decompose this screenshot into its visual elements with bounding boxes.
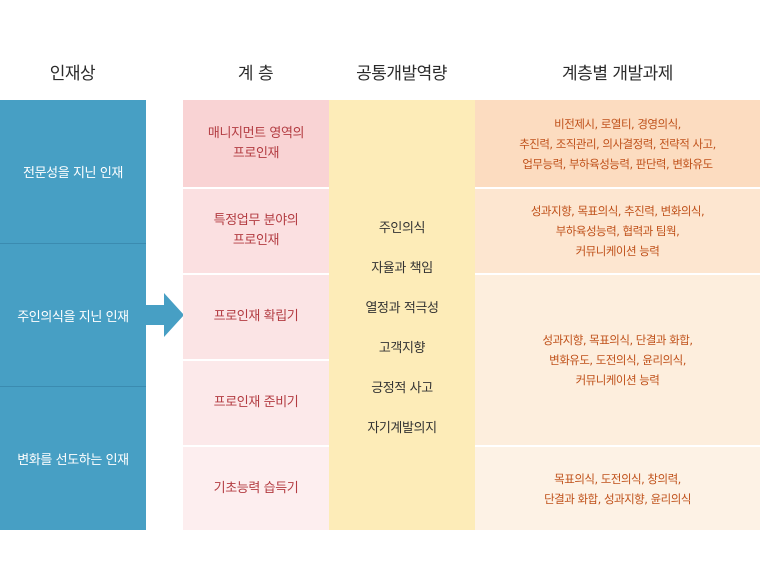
talent-expertise: 전문성을 지닌 인재 xyxy=(23,166,123,181)
task-line: 목표의식, 도전의식, 창의력, xyxy=(554,471,681,486)
common-competency-column: 주인의식 자율과 책임 열정과 적극성 고객지향 긍정적 사고 자기계발의지 xyxy=(329,100,475,530)
talent-change-leader: 변화를 선도하는 인재 xyxy=(0,386,146,530)
task-specialist: 성과지향, 목표의식, 추진력, 변화의식, 부하육성능력, 협력과 팀웍, 커… xyxy=(475,187,760,273)
task-line: 추진력, 조직관리, 의사결정력, 전략적 사고, xyxy=(519,136,716,151)
level-foundation: 기초능력 습득기 xyxy=(183,445,329,530)
header-talent: 인재상 xyxy=(49,63,96,84)
task-management: 비전제시, 로열티, 경영의식, 추진력, 조직관리, 의사결정력, 전략적 사… xyxy=(475,100,760,187)
task-establish-prepare: 성과지향, 목표의식, 단결과 화합, 변화유도, 도전의식, 윤리의식, 커뮤… xyxy=(475,273,760,445)
common-competency-item: 자기계발의지 xyxy=(367,421,437,436)
level-establishment: 프로인재 확립기 xyxy=(183,273,329,359)
task-line: 비전제시, 로열티, 경영의식, xyxy=(554,116,681,131)
level-line: 프로인재 확립기 xyxy=(213,309,299,324)
header-level-tasks: 계층별 개발과제 xyxy=(562,63,673,84)
task-line: 업무능력, 부하육성능력, 판단력, 변화유도 xyxy=(522,156,713,171)
right-arrow-icon xyxy=(146,293,184,337)
level-specialist: 특정업무 분야의 프로인재 xyxy=(183,187,329,273)
task-line: 커뮤니케이션 능력 xyxy=(575,373,660,387)
common-competency-item: 긍정적 사고 xyxy=(371,381,433,396)
task-line: 부하육성능력, 협력과 팀웍, xyxy=(555,224,680,238)
level-preparation: 프로인재 준비기 xyxy=(183,359,329,445)
task-line: 단결과 화합, 성과지향, 윤리의식 xyxy=(544,491,691,506)
common-competency-item: 자율과 책임 xyxy=(371,261,433,276)
level-line: 프로인재 준비기 xyxy=(213,395,299,410)
common-competency-item: 주인의식 xyxy=(378,221,426,236)
level-line: 매니지먼트 영역의 xyxy=(207,125,305,141)
level-management: 매니지먼트 영역의 프로인재 xyxy=(183,100,329,187)
level-line: 프로인재 xyxy=(232,145,280,161)
level-line: 기초능력 습득기 xyxy=(213,480,299,496)
level-line: 특정업무 분야의 xyxy=(213,213,299,228)
task-line: 커뮤니케이션 능력 xyxy=(575,244,660,258)
level-line: 프로인재 xyxy=(232,233,280,248)
common-competency-item: 열정과 적극성 xyxy=(365,301,439,316)
header-common-competency: 공통개발역량 xyxy=(356,63,447,84)
talent-ownership: 주인의식을 지닌 인재 xyxy=(0,243,146,386)
header-level: 계 층 xyxy=(237,63,274,84)
common-competency-item: 고객지향 xyxy=(378,341,426,356)
task-line: 변화유도, 도전의식, 윤리의식, xyxy=(549,353,686,367)
task-line: 성과지향, 목표의식, 단결과 화합, xyxy=(542,333,693,347)
task-line: 성과지향, 목표의식, 추진력, 변화의식, xyxy=(530,204,705,218)
talent-column xyxy=(0,100,146,530)
task-foundation: 목표의식, 도전의식, 창의력, 단결과 화합, 성과지향, 윤리의식 xyxy=(475,445,760,530)
